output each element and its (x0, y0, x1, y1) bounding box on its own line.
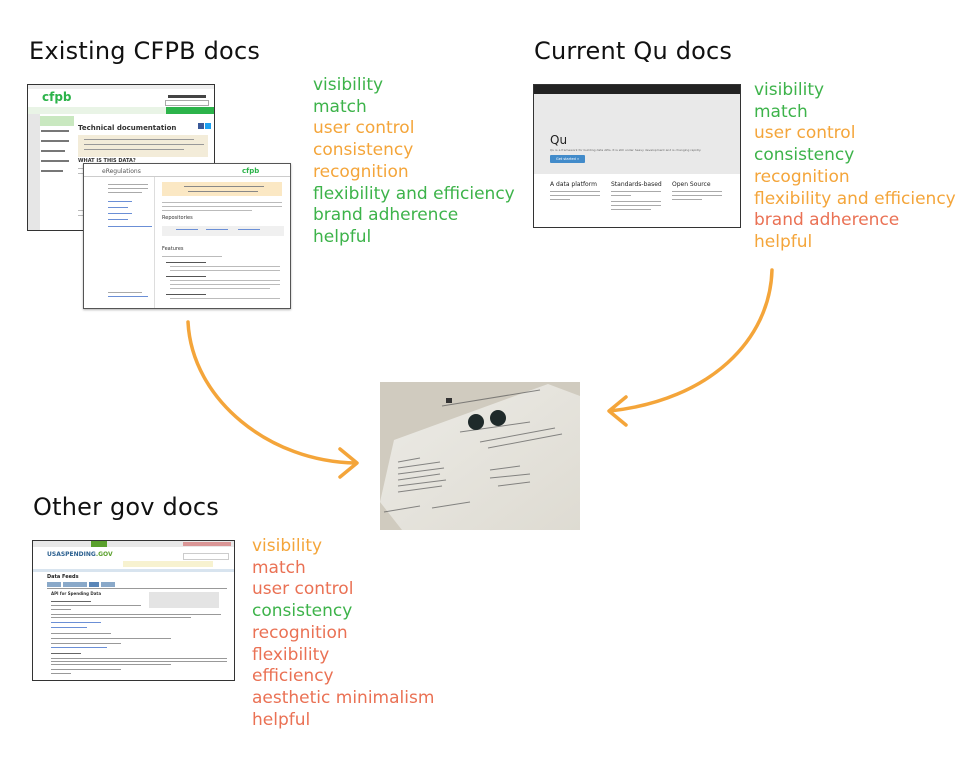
qu-docs-screenshot: Qu Qu is a framework for building data A… (533, 84, 741, 228)
eregs-repositories-heading: Repositories (162, 215, 193, 221)
criterion-item: visibility (754, 80, 825, 100)
criterion-item: consistency (252, 601, 353, 622)
eregs-logo: eRegulations (102, 168, 141, 175)
heading-qu: Current Qu docs (534, 37, 733, 65)
criterion-item: brand adherence (313, 205, 459, 226)
criterion-item: match (252, 557, 306, 578)
cfpb-section-heading: WHAT IS THIS DATA? (78, 158, 136, 164)
criterion-item: match (313, 96, 367, 117)
criterion-item: consistency (754, 145, 855, 166)
usaspending-logo-sub: .GOV (95, 551, 113, 558)
heading-cfpb: Existing CFPB docs (29, 37, 261, 65)
paper-prototype-drawing (380, 382, 580, 530)
heading-gov: Other gov docs (33, 493, 219, 521)
criterion-item: flexibility and efficiency (313, 183, 515, 204)
criterion-item: recognition (252, 622, 348, 643)
criterion-item: aesthetic minimalism (252, 687, 435, 708)
gov-section-heading: API for Spending Data (51, 591, 102, 596)
criterion-item: consistency (313, 140, 414, 161)
criterion-item: brand adherence (754, 210, 900, 231)
criterion-item: user control (313, 118, 415, 139)
qu-hero-subtitle: Qu is a framework for building data APIs… (550, 148, 702, 152)
criterion-item: visibility (313, 75, 384, 95)
qu-col-data-platform: A data platform (550, 181, 597, 188)
criterion-item: efficiency (252, 666, 334, 687)
criterion-item: helpful (252, 709, 311, 730)
eregs-features-heading: Features (162, 246, 184, 252)
arrow-qu-to-prototype (608, 268, 774, 413)
cfpb-docs-screenshot-front: eRegulations cfpb Repositories Features (83, 163, 291, 309)
usaspending-logo: USASPENDING.GOV (47, 551, 113, 558)
arrow-cfpb-to-prototype (186, 320, 358, 465)
criterion-item: flexibility and efficiency (754, 188, 956, 209)
qu-col-standards: Standards-based (611, 181, 662, 188)
gov-docs-screenshot: USASPENDING.GOV Data Feeds API for Spend… (32, 540, 235, 681)
arrowhead-qu (607, 395, 628, 427)
criterion-item: helpful (754, 231, 813, 252)
criterion-item: user control (754, 123, 856, 144)
cfpb-page-title: Technical documentation (78, 124, 177, 132)
qu-get-started-button: Get started » (550, 155, 586, 163)
criterion-item: visibility (252, 536, 323, 556)
arrowhead-cfpb (338, 447, 359, 479)
paper-prototype-photo (380, 382, 580, 530)
criterion-item: helpful (313, 226, 372, 247)
criterion-item: user control (252, 579, 354, 600)
criterion-item: recognition (313, 161, 409, 182)
criterion-item: flexibility (252, 644, 330, 665)
cfpb-small-logo: cfpb (242, 167, 260, 175)
usaspending-logo-text: USASPENDING (47, 551, 96, 558)
criterion-item: match (754, 101, 808, 122)
cfpb-logo: cfpb (42, 90, 72, 104)
qu-hero-title: Qu (550, 133, 568, 147)
gov-page-title: Data Feeds (47, 574, 79, 580)
criterion-item: recognition (754, 166, 850, 187)
qu-col-open-source: Open Source (672, 181, 711, 188)
